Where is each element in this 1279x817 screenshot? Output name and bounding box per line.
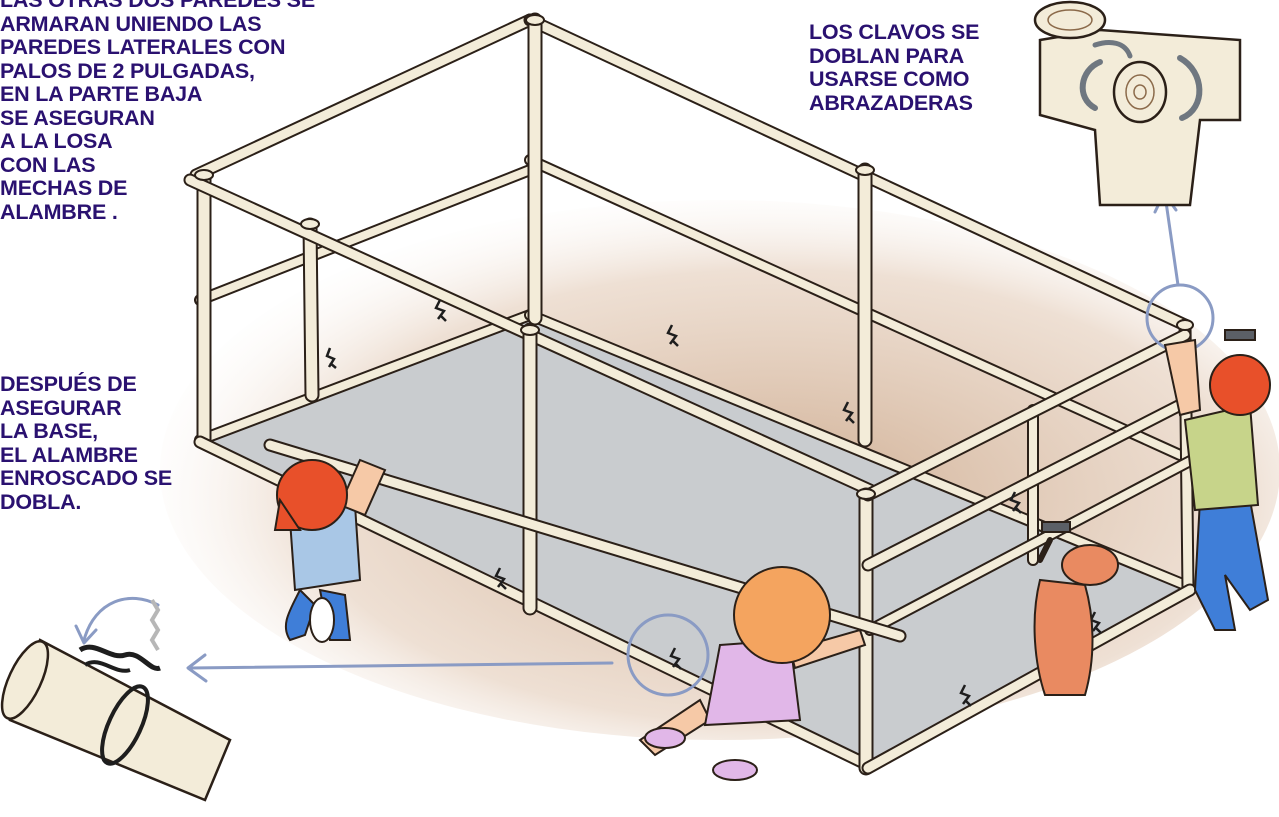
pole [863,585,1195,773]
boy-red-cap-figure [273,458,387,643]
wire-tie [669,647,682,670]
caption-line: ARMARAN UNIENDO LAS [0,11,262,36]
caption-line: DOBLAN PARA [809,43,965,68]
pole [196,311,534,444]
wire-tie [494,567,507,590]
man-red-cap-figure [1163,329,1271,631]
caption-line: LAS OTRAS DOS PAREDES SE [0,0,315,12]
twisted-wire-detail [0,598,232,802]
caption-line: LA BASE, [0,419,98,443]
caption-line: PALOS DE 2 PULGADAS, [0,58,255,83]
caption-line: CON LAS [0,152,96,177]
pole [863,395,1195,570]
caption-line: EL ALAMBRE [0,442,138,467]
caption-line: A LA LOSA [0,129,113,153]
caption-line: SE ASEGURAN [0,105,155,130]
up-arrow-icon [1163,193,1180,287]
wire-tie [1089,611,1102,634]
dog-hammer-figure [1033,521,1119,696]
girl-orange-hair-figure [638,566,867,781]
wire-tie [325,347,337,369]
caption-line: DESPUÉS DE [0,372,137,396]
wire-tie [434,299,447,322]
caption-line: LOS CLAVOS SE [809,20,980,44]
pole [304,219,318,401]
pole [191,15,535,180]
pole [866,456,1196,634]
caption-line: ENROSCADO SE [0,466,173,490]
wire-tie [1009,491,1022,514]
wire-ties [325,299,1102,707]
pole [863,330,1190,500]
caption-line: ABRAZADERAS [809,90,973,115]
caption-line: USARSE COMO [809,67,970,91]
wire-tie [666,324,679,347]
pole [196,166,534,304]
pole [526,311,1189,589]
bent-nail [1079,59,1103,111]
nail-joint-detail [1033,0,1242,207]
left-arrow-icon [188,661,614,670]
wire-tie [842,401,855,424]
caption-line: PAREDES LATERALES CON [0,35,286,59]
caption-line: MECHAS DE [0,176,128,200]
caption-line: DOBLA. [0,489,82,514]
caption-line: EN LA PARTE BAJA [0,82,203,106]
bent-nail [1177,55,1203,121]
caption-line: ASEGURAR [0,395,122,420]
caption-line: ALAMBRE . [0,199,118,224]
wire-tie [959,684,972,707]
callout-circle-wire [626,613,710,697]
pole [526,156,1184,459]
bent-nail [1092,40,1133,59]
curved-arrow-icon [82,596,160,642]
